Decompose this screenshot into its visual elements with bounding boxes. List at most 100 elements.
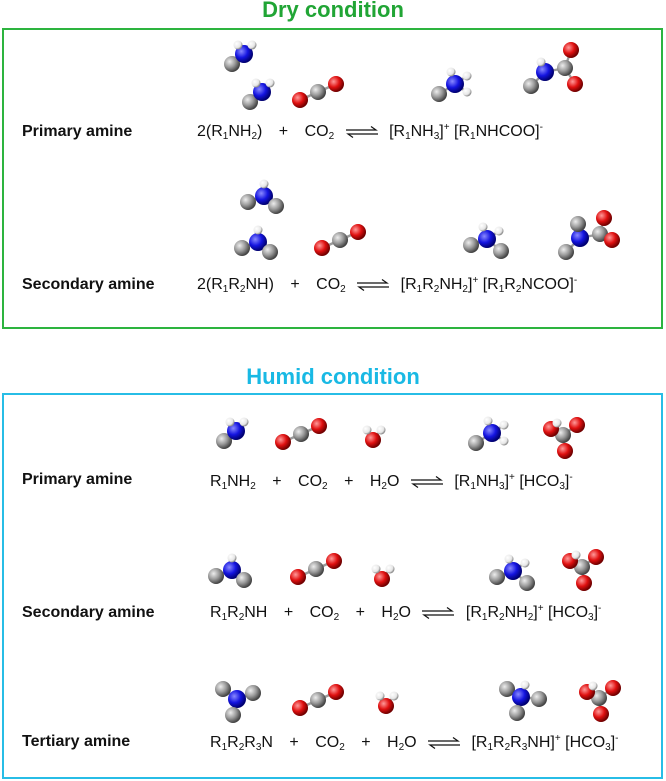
- oxygen-atom: [569, 417, 585, 433]
- hydrogen-atom: [259, 179, 269, 189]
- oxygen-atom: [605, 680, 621, 696]
- humid-secondary-amine-label: Secondary amine: [22, 604, 155, 621]
- carbon-dioxide-molecule: [314, 224, 366, 256]
- oxygen-atom: [311, 418, 327, 434]
- ammonium-ion-molecule: [499, 680, 547, 721]
- plus-sign: +: [355, 604, 365, 621]
- oxygen-atom: [350, 224, 366, 240]
- bicarbonate-ion-molecule: [579, 680, 621, 722]
- dry-primary-equation: 2(R1NH2) + CO2 [R1NH3]+ [R1NHCOO]-: [197, 122, 543, 142]
- carbon-atom: [489, 569, 505, 585]
- carbon-dioxide-molecule: [275, 418, 327, 450]
- product-ammonium: [R1R2NH2]+: [400, 275, 479, 295]
- nitrogen-atom: [478, 230, 496, 248]
- reactant-water: H2O: [381, 604, 411, 623]
- carbamate-ion-molecule: [523, 42, 583, 94]
- water-molecule: [362, 425, 386, 448]
- carbon-atom: [308, 561, 324, 577]
- hydrogen-atom: [571, 550, 581, 560]
- oxygen-atom: [374, 571, 390, 587]
- carbon-atom: [558, 244, 574, 260]
- hydrogen-atom: [499, 420, 509, 430]
- equilibrium-arrow-icon: [422, 606, 455, 619]
- humid-condition-panel: [2, 393, 663, 779]
- oxygen-atom: [292, 92, 308, 108]
- product-ammonium: [R1NH3]+: [454, 472, 515, 492]
- hydrogen-atom: [376, 425, 386, 435]
- nitrogen-atom: [571, 229, 589, 247]
- carbon-atom: [215, 681, 231, 697]
- reactant-water: H2O: [387, 734, 417, 753]
- primary-amine-molecule: [242, 78, 275, 110]
- carbon-dioxide-molecule: [292, 684, 344, 716]
- secondary-amine-molecule: [240, 179, 284, 214]
- hydrogen-atom: [462, 71, 472, 81]
- carbon-atom: [493, 243, 509, 259]
- equilibrium-arrow-icon: [345, 125, 378, 138]
- carbon-atom: [293, 426, 309, 442]
- oxygen-atom: [576, 575, 592, 591]
- hydrogen-atom: [362, 425, 372, 435]
- hydrogen-atom: [588, 681, 598, 691]
- water-molecule: [375, 691, 399, 714]
- dry-secondary-equation: 2(R1R2NH) + CO2 [R1R2NH2]+ [R1R2NCOO]-: [197, 275, 577, 295]
- nitrogen-atom: [504, 562, 522, 580]
- carbon-atom: [310, 84, 326, 100]
- oxygen-atom: [275, 434, 291, 450]
- hydrogen-atom: [478, 222, 488, 232]
- reactant-amine: R1R2R3N: [210, 734, 273, 753]
- carbon-atom: [310, 692, 326, 708]
- humid-secondary-equation: R1R2NH + CO2 + H2O [R1R2NH2]+ [HCO3]-: [210, 603, 601, 623]
- hydrogen-atom: [483, 416, 493, 426]
- primary-amine-molecule: [216, 417, 249, 449]
- humid-tertiary-amine-label: Tertiary amine: [22, 733, 131, 750]
- plus-sign: +: [283, 604, 294, 621]
- hydrogen-atom: [462, 87, 472, 97]
- ammonium-ion-molecule: [489, 554, 535, 591]
- nitrogen-atom: [483, 424, 501, 442]
- nitrogen-atom: [227, 422, 245, 440]
- hydrogen-atom: [233, 40, 243, 50]
- plus-sign: +: [272, 473, 282, 490]
- carbon-atom: [262, 244, 278, 260]
- carbamate-ion-molecule: [558, 210, 620, 260]
- carbon-atom: [332, 232, 348, 248]
- hydrogen-atom: [385, 564, 395, 574]
- carbon-atom: [242, 94, 258, 110]
- oxygen-atom: [365, 432, 381, 448]
- equilibrium-arrow-icon: [428, 736, 461, 749]
- carbon-atom: [557, 60, 573, 76]
- dry-condition-panel: [2, 28, 663, 329]
- hydrogen-atom: [504, 554, 514, 564]
- carbon-atom: [431, 86, 447, 102]
- carbon-atom: [216, 433, 232, 449]
- hydrogen-atom: [494, 226, 504, 236]
- carbon-atom: [468, 435, 484, 451]
- reactant-co2: CO2: [298, 473, 328, 492]
- carbon-atom: [570, 216, 586, 232]
- primary-amine-molecule: [224, 40, 257, 72]
- oxygen-atom: [292, 700, 308, 716]
- carbon-dioxide-molecule: [290, 553, 342, 585]
- nitrogen-atom: [446, 75, 464, 93]
- product-bicarbonate: [HCO3]-: [548, 603, 602, 623]
- ammonium-ion-molecule: [463, 222, 509, 259]
- hydrogen-atom: [520, 558, 530, 568]
- nitrogen-atom: [512, 688, 530, 706]
- hydrogen-atom: [552, 418, 562, 428]
- product-ammonium: [R1NH3]+: [389, 122, 450, 142]
- hydrogen-atom: [251, 78, 261, 88]
- humid-tertiary-equation: R1R2R3N + CO2 + H2O [R1R2R3NH]+ [HCO3]-: [210, 733, 619, 753]
- oxygen-atom: [314, 240, 330, 256]
- nitrogen-atom: [249, 233, 267, 251]
- hydrogen-atom: [239, 417, 249, 427]
- dry-primary-amine-label: Primary amine: [22, 123, 133, 140]
- product-bicarbonate: [HCO3]-: [519, 472, 573, 492]
- secondary-amine-molecule: [234, 225, 278, 260]
- plus-sign: +: [289, 734, 299, 751]
- hydrogen-atom: [265, 78, 275, 88]
- nitrogen-atom: [536, 63, 554, 81]
- reactant-amine: 2(R1R2NH): [197, 276, 274, 295]
- nitrogen-atom: [235, 45, 253, 63]
